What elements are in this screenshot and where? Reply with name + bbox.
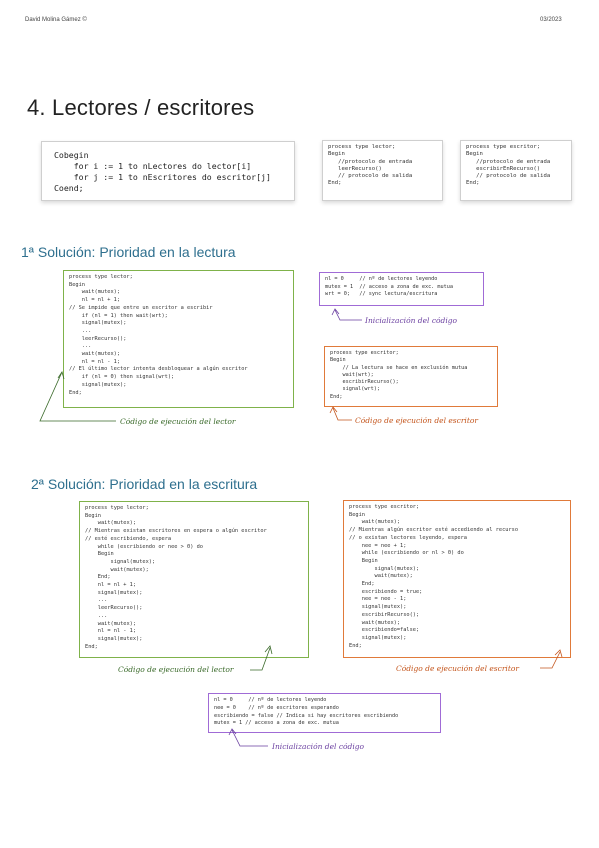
sol2-init-box: nl = 0 // nº de lectores leyendo nee = 0… xyxy=(208,693,441,733)
sol2-escritor-arrow xyxy=(540,651,561,669)
sol2-init-arrow xyxy=(231,729,268,747)
sol1-init-box: nl = 0 // nº de lectores leyendo mutex =… xyxy=(319,272,484,306)
date-header: 03/2023 xyxy=(540,17,562,23)
sol1-lector-label: Código de ejecución del lector xyxy=(120,417,236,426)
sol1-escritor-arrow xyxy=(332,407,352,421)
sol1-init-arrow xyxy=(334,309,362,321)
sol1-lector-box: process type lector; Begin wait(mutex); … xyxy=(63,270,294,408)
sol2-lector-code: process type lector; Begin wait(mutex); … xyxy=(85,505,267,650)
sol2-init-code: nl = 0 // nº de lectores leyendo nee = 0… xyxy=(214,697,399,727)
sol2-heading: 2ª Solución: Prioridad en la escritura xyxy=(31,476,258,492)
sol2-escritor-code: process type escritor; Begin wait(mutex)… xyxy=(349,504,519,649)
sol1-init-label: Inicialización del código xyxy=(365,316,458,325)
cobegin-code: Cobegin for i := 1 to nLectores do lecto… xyxy=(54,150,271,193)
page-title: 4. Lectores / escritores xyxy=(27,95,255,120)
sol2-escritor-label: Código de ejecución del escritor xyxy=(396,664,519,673)
sol2-escritor-box: process type escritor; Begin wait(mutex)… xyxy=(343,500,571,658)
sol1-heading: 1ª Solución: Prioridad en la lectura xyxy=(21,244,236,260)
sol1-init-code: nl = 0 // nº de lectores leyendo mutex =… xyxy=(325,276,454,298)
sol2-lector-arrow xyxy=(250,647,271,671)
intro-lector-box: process type lector; Begin //protocolo d… xyxy=(322,140,443,201)
sol1-escritor-code: process type escritor; Begin // La lectu… xyxy=(330,350,468,400)
author-header: David Molina Gámez © xyxy=(25,17,87,23)
sol2-lector-box: process type lector; Begin wait(mutex); … xyxy=(79,501,309,658)
intro-escritor-box: process type escritor; Begin //protocolo… xyxy=(460,140,572,201)
sol2-init-label: Inicialización del código xyxy=(272,742,365,751)
sol1-lector-code: process type lector; Begin wait(mutex); … xyxy=(69,274,248,396)
intro-lector-code: process type lector; Begin //protocolo d… xyxy=(328,144,413,187)
sol1-escritor-label: Código de ejecución del escritor xyxy=(355,416,478,425)
cobegin-code-box: Cobegin for i := 1 to nLectores do lecto… xyxy=(41,141,295,201)
sol1-lector-arrow xyxy=(39,371,116,422)
intro-escritor-code: process type escritor; Begin //protocolo… xyxy=(466,144,551,187)
sol2-lector-label: Código de ejecución del lector xyxy=(118,665,234,674)
sol1-escritor-box: process type escritor; Begin // La lectu… xyxy=(324,346,498,407)
